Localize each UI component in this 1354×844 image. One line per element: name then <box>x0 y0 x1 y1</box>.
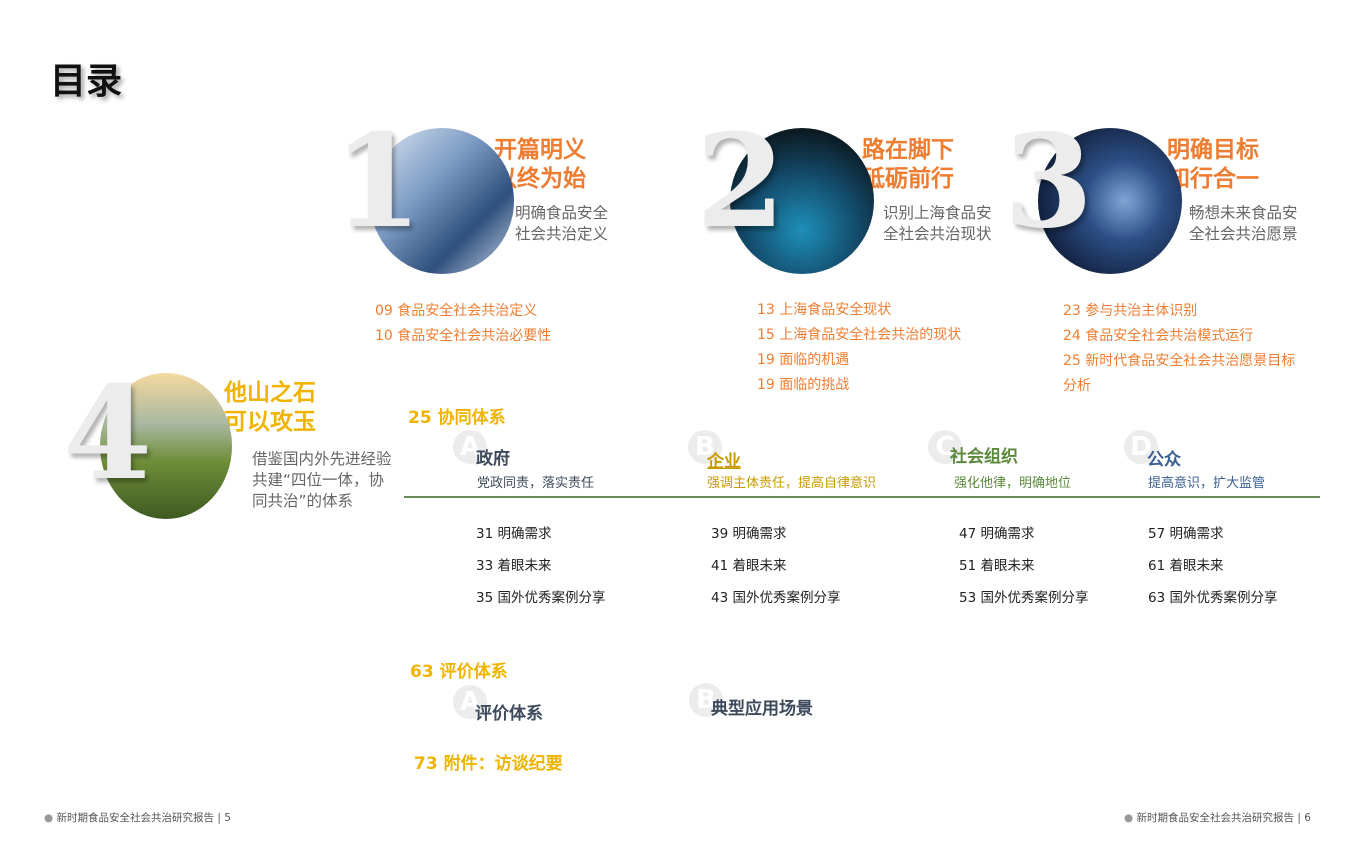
column-name: 企业 <box>707 452 741 472</box>
chapter-number: 4 <box>63 359 153 509</box>
chapter-subtitle: 明确食品安全社会共治定义 <box>515 204 609 243</box>
chapter-items: 09 食品安全社会共治定义 10 食品安全社会共治必要性 <box>375 299 551 349</box>
section-title[interactable]: 25 协同体系 <box>408 408 506 428</box>
toc-link[interactable]: 19 面临的挑战 <box>757 377 850 393</box>
toc-link[interactable]: 25 新时代食品安全社会共治愿景目标 <box>1063 353 1296 369</box>
chapter-2-image <box>730 128 874 274</box>
chapter-items: 13 上海食品安全现状 15 上海食品安全社会共治的现状 19 面临的机遇 19 面临… <box>757 298 961 398</box>
letter-badge: B <box>688 430 722 464</box>
toc-link[interactable]: 24 食品安全社会共治模式运行 <box>1063 328 1254 344</box>
toc-link[interactable]: 35 国外优秀案例分享 <box>476 590 606 606</box>
toc-link-continuation: 分析 <box>1063 378 1091 394</box>
toc-link[interactable]: 23 参与共治主体识别 <box>1063 303 1198 319</box>
column-rows: 31 明确需求 33 着眼未来 35 国外优秀案例分享 <box>476 518 605 614</box>
subsection-label[interactable]: 评价体系 <box>475 704 543 724</box>
toc-link[interactable]: 13 上海食品安全现状 <box>757 302 892 318</box>
chapter-number: 2 <box>696 107 786 257</box>
chapter-heading: 他山之石可以攻玉 <box>224 380 316 435</box>
chapter-3-image <box>1038 128 1182 274</box>
column-rows: 57 明确需求 61 着眼未来 63 国外优秀案例分享 <box>1148 518 1277 614</box>
toc-link[interactable]: 53 国外优秀案例分享 <box>959 590 1089 606</box>
footer-right: ● 新时期食品安全社会共治研究报告 | 6 <box>1124 812 1311 824</box>
section-title[interactable]: 73 附件：访谈纪要 <box>414 754 563 774</box>
column-name: 政府 <box>476 449 510 469</box>
column-desc: 强化他律，明确地位 <box>954 476 1072 491</box>
toc-link[interactable]: 51 着眼未来 <box>959 558 1035 574</box>
toc-link[interactable]: 61 着眼未来 <box>1148 558 1224 574</box>
toc-link[interactable]: 63 国外优秀案例分享 <box>1148 590 1278 606</box>
subsection-label[interactable]: 典型应用场景 <box>711 699 813 719</box>
section-title[interactable]: 63 评价体系 <box>410 662 508 682</box>
toc-link[interactable]: 57 明确需求 <box>1148 526 1224 542</box>
toc-link[interactable]: 39 明确需求 <box>711 526 787 542</box>
bullet-icon: ● <box>44 812 57 824</box>
toc-link[interactable]: 43 国外优秀案例分享 <box>711 590 841 606</box>
letter-badge: A <box>453 430 487 464</box>
chapter-subtitle: 识别上海食品安全社会共治现状 <box>883 204 992 243</box>
column-rows: 39 明确需求 41 着眼未来 43 国外优秀案例分享 <box>711 518 840 614</box>
chapter-1-image <box>370 128 514 274</box>
letter-badge: B <box>689 683 723 717</box>
column-name: 公众 <box>1147 450 1181 470</box>
divider <box>404 496 1320 498</box>
chapter-heading: 明确目标知行合一 <box>1167 137 1259 192</box>
chapter-number: 3 <box>1004 107 1094 257</box>
chapter-items: 23 参与共治主体识别 24 食品安全社会共治模式运行 25 新时代食品安全社会共治… <box>1063 299 1295 399</box>
toc-link[interactable]: 19 面临的机遇 <box>757 352 850 368</box>
column-desc: 党政同责，落实责任 <box>477 476 595 491</box>
chapter-subtitle: 畅想未来食品安全社会共治愿景 <box>1189 204 1298 243</box>
column-desc: 提高意识，扩大监管 <box>1148 476 1266 491</box>
toc-link[interactable]: 31 明确需求 <box>476 526 552 542</box>
chapter-number: 1 <box>333 107 423 257</box>
toc-link[interactable]: 41 着眼未来 <box>711 558 787 574</box>
letter-badge: D <box>1124 430 1158 464</box>
column-desc: 强调主体责任，提高自律意识 <box>707 476 877 491</box>
chapter-4-image <box>100 373 232 519</box>
chapter-heading: 路在脚下砥砺前行 <box>862 137 954 192</box>
toc-link[interactable]: 09 食品安全社会共治定义 <box>375 303 538 319</box>
column-rows: 47 明确需求 51 着眼未来 53 国外优秀案例分享 <box>959 518 1088 614</box>
column-name: 社会组织 <box>950 447 1018 467</box>
page-title: 目录 <box>50 61 123 102</box>
footer-left: ● 新时期食品安全社会共治研究报告 | 5 <box>44 812 231 824</box>
letter-badge: A <box>453 685 487 719</box>
toc-link[interactable]: 15 上海食品安全社会共治的现状 <box>757 327 962 343</box>
toc-link[interactable]: 47 明确需求 <box>959 526 1035 542</box>
chapter-subtitle: 借鉴国内外先进经验共建“四位一体，协同共治”的体系 <box>252 450 392 510</box>
toc-link[interactable]: 10 食品安全社会共治必要性 <box>375 328 552 344</box>
letter-badge: C <box>928 430 962 464</box>
bullet-icon: ● <box>1124 812 1137 824</box>
toc-link[interactable]: 33 着眼未来 <box>476 558 552 574</box>
